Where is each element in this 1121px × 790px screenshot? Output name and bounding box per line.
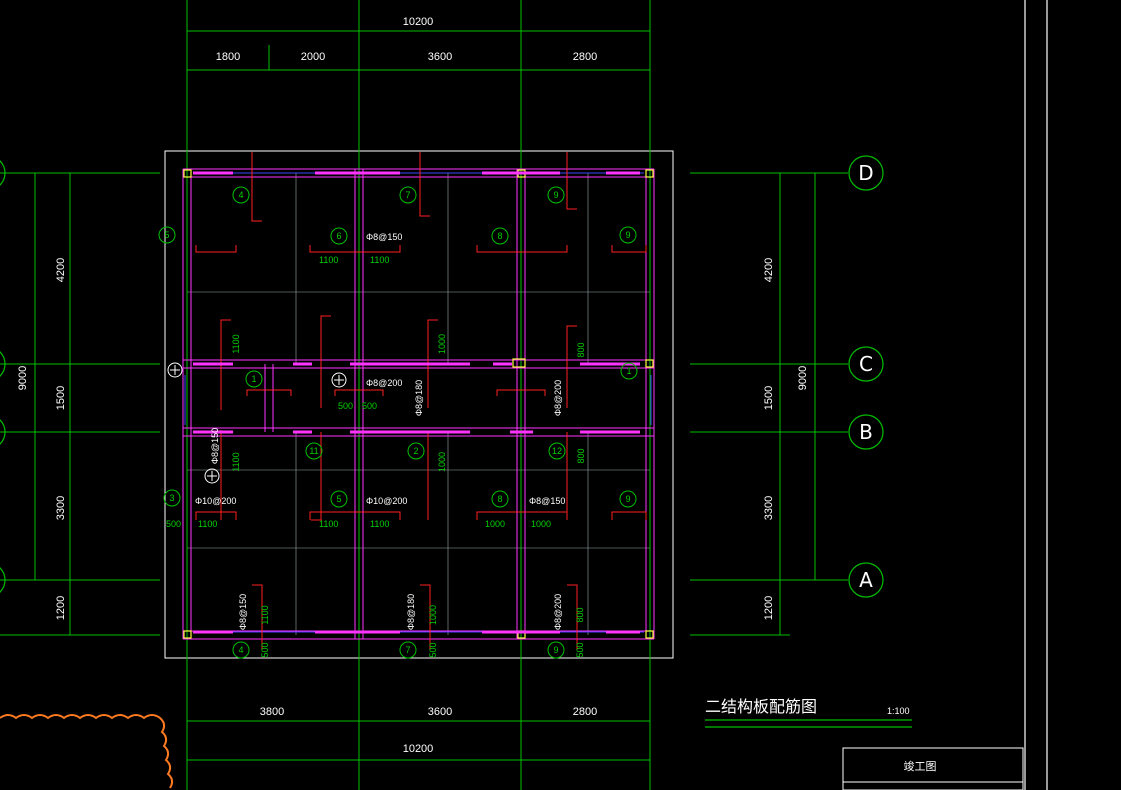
rebar-length: 1100 [370, 519, 389, 529]
drawing-title-block: 二结构板配筋图 1:100 [705, 697, 912, 728]
slab-no: 2 [413, 446, 418, 456]
slab-no: 7 [405, 645, 410, 655]
slab-no: 11 [309, 446, 318, 456]
rebar-length: 1000 [437, 452, 447, 472]
dim-left-total: 9000 [17, 366, 29, 390]
dim-bottom-2: 3600 [428, 706, 452, 718]
rebar-spec: Φ8@200 [553, 380, 563, 416]
axis-label-c: C [859, 352, 873, 376]
dim-left-2: 1500 [55, 386, 67, 410]
left-dimensions: 4200 1500 3300 1200 9000 [17, 258, 67, 620]
axis-label-d: D [858, 161, 873, 185]
dim-right-3: 3300 [763, 496, 775, 520]
rebar-length: 1100 [231, 452, 241, 471]
drawing-scale: 1:100 [887, 706, 910, 716]
dim-bottom-3: 2800 [573, 706, 597, 718]
slab-no: 1 [251, 374, 256, 384]
revision-cloud [0, 714, 174, 789]
rebar-length: 1100 [231, 334, 241, 353]
dim-left-1: 4200 [55, 258, 67, 282]
axis-label-b: B [859, 420, 873, 444]
sheet-border [1024, 0, 1048, 790]
support-bars [193, 171, 640, 634]
hole-markers [167, 362, 347, 484]
rebar-spec: Φ8@150 [529, 496, 565, 506]
axis-bubbles: D C B A [0, 155, 884, 598]
rebar-length: 1100 [319, 255, 338, 265]
rebar-length: 1000 [485, 519, 505, 529]
slab-no: 4 [238, 645, 243, 655]
rebar-length: 1000 [428, 605, 438, 625]
beam-inner-lines [184, 172, 652, 633]
slab-no: 8 [497, 494, 502, 504]
rebar-length: 500 [362, 401, 377, 411]
right-dimensions: 4200 1500 3300 1200 9000 [763, 258, 809, 620]
rebar-spec: Φ8@200 [553, 594, 563, 630]
slab-no: 6 [336, 231, 341, 241]
rebar-spec: Φ8@150 [210, 428, 220, 464]
slab-no: 12 [552, 446, 562, 456]
rebar-spec: Φ8@180 [414, 380, 424, 416]
rebar-spec: Φ8@200 [366, 378, 402, 388]
rebar-length: 800 [576, 342, 586, 357]
drawing-title: 二结构板配筋图 [705, 697, 817, 716]
grid-lines [0, 0, 848, 790]
bottom-dimensions: 3800 3600 2800 10200 [260, 706, 597, 755]
dim-left-4: 1200 [55, 596, 67, 620]
rebar-length: 1100 [319, 519, 338, 529]
rebar-length: 800 [576, 448, 586, 463]
rebar-length: 1100 [260, 605, 270, 624]
dim-left-3: 3300 [55, 496, 67, 520]
rebar-length: 1000 [531, 519, 551, 529]
rebar-length: 500 [428, 642, 438, 657]
sheet-title-block: 竣工图 [842, 747, 1024, 790]
slab-no: 7 [405, 190, 410, 200]
axis-label-a: A [859, 568, 873, 592]
rebar-spec: Φ8@150 [238, 594, 248, 630]
rebar-length: 1000 [437, 334, 447, 354]
dim-bottom-total: 10200 [403, 743, 434, 755]
rebar-length: 1100 [198, 519, 217, 529]
slab-no: 8 [497, 231, 502, 241]
slab-number-labels: 4 5 6 7 8 9 9 1 11 2 12 1 3 5 8 9 4 7 9 [164, 190, 631, 655]
rebar-lines [195, 152, 647, 650]
dim-right-4: 1200 [763, 596, 775, 620]
rebar-length: 1100 [370, 255, 389, 265]
dim-top-3: 3600 [428, 51, 452, 63]
slab-no: 9 [553, 645, 558, 655]
top-dimensions: 10200 1800 2000 3600 2800 [216, 16, 597, 63]
rebar-length: 500 [338, 401, 353, 411]
rebar-length: 500 [260, 642, 270, 657]
dim-top-4: 2800 [573, 51, 597, 63]
slab-no: 5 [164, 230, 169, 240]
slab-no: 9 [553, 190, 558, 200]
slab-no: 5 [336, 494, 341, 504]
rebar-annotations: Φ8@150 1100 1100 Φ8@200 500 500 Φ8@180 Φ… [166, 232, 586, 658]
slab-no: 1 [626, 366, 631, 376]
dim-top-1: 1800 [216, 51, 240, 63]
slab-outline-frame [164, 150, 674, 659]
slab-number-markers [158, 186, 638, 659]
dim-top-2: 2000 [301, 51, 325, 63]
rebar-spec: Φ8@150 [366, 232, 402, 242]
dim-bottom-1: 3800 [260, 706, 284, 718]
dim-right-total: 9000 [797, 366, 809, 390]
rebar-spec: Φ10@200 [195, 496, 236, 506]
columns [183, 169, 654, 639]
slab-no: 3 [169, 493, 174, 503]
title-block-label: 竣工图 [904, 759, 937, 773]
rebar-spec: Φ8@180 [406, 594, 416, 630]
rebar-length: 800 [575, 607, 585, 622]
rebar-length: 500 [575, 642, 585, 657]
rebar-spec: Φ10@200 [366, 496, 407, 506]
interior-grid [187, 173, 650, 635]
slab-no: 9 [625, 230, 630, 240]
slab-no: 9 [625, 494, 630, 504]
dim-top-total: 10200 [403, 16, 434, 28]
dim-right-2: 1500 [763, 386, 775, 410]
slab-no: 4 [238, 190, 243, 200]
dim-right-1: 4200 [763, 258, 775, 282]
rebar-length: 500 [166, 519, 181, 529]
